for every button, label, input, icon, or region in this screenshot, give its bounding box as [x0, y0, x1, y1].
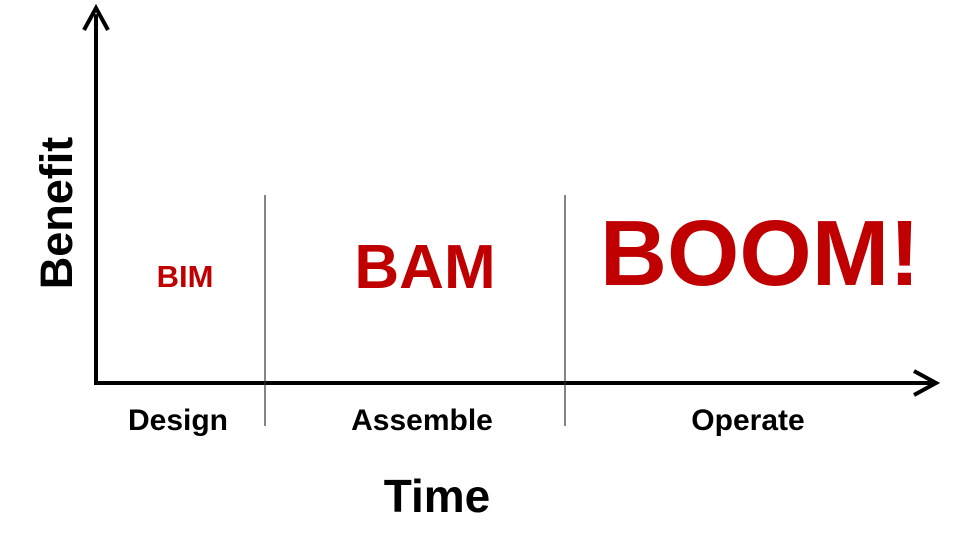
- x-axis-arrowhead: [913, 369, 941, 397]
- y-axis-title: Benefit: [31, 137, 82, 290]
- phase-label-operate: Operate: [691, 404, 804, 437]
- impact-label-bam: BAM: [354, 233, 495, 302]
- impact-label-bim: BIM: [157, 259, 214, 294]
- x-axis-title: Time: [384, 470, 491, 522]
- phase-label-assemble: Assemble: [351, 404, 493, 437]
- impact-label-boom: BOOM!: [600, 201, 920, 305]
- phase-label-design: Design: [128, 404, 228, 437]
- y-axis-arrowhead: [82, 3, 110, 31]
